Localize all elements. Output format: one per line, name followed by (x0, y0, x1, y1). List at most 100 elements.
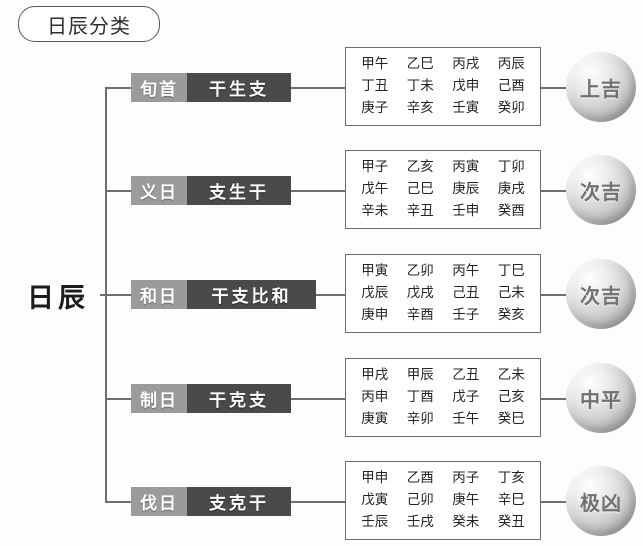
result-label-1: 上吉 (580, 76, 622, 101)
diagram-title-text: 日辰分类 (47, 13, 131, 38)
table-cell: 丙子 (452, 470, 480, 486)
connector-relation-table-2 (290, 190, 346, 192)
connector-branch-2 (105, 190, 133, 192)
table-cell: 丁巳 (497, 263, 525, 279)
table-cell: 戊辰 (361, 285, 389, 301)
table-row: 庚寅 辛卯 壬午 癸巳 (352, 408, 534, 430)
table-row: 甲申 乙酉 丙子 丁亥 (352, 467, 534, 489)
table-cell: 丁丑 (361, 78, 389, 94)
table-cell: 辛卯 (406, 411, 434, 427)
ganzhi-table-2: 甲子 乙亥 丙寅 丁卯 戊午 己巳 庚辰 庚戌 辛未 辛丑 壬申 癸酉 (345, 150, 541, 229)
table-cell: 癸酉 (497, 203, 525, 219)
category-label-3: 和日 (140, 287, 178, 307)
table-row: 甲子 乙亥 丙寅 丁卯 (352, 156, 534, 178)
table-cell: 丁亥 (497, 470, 525, 486)
connector-table-result-5 (540, 501, 566, 503)
table-cell: 癸未 (452, 514, 480, 530)
relation-box-1[interactable]: 干生支 (187, 73, 291, 102)
category-box-5[interactable]: 伐日 (131, 487, 187, 516)
table-row: 戊辰 戊戌 己丑 己未 (352, 282, 534, 304)
table-cell: 丙午 (452, 263, 480, 279)
result-sphere-5[interactable]: 极凶 (566, 466, 636, 536)
table-row: 甲午 乙巳 丙戌 丙辰 (352, 53, 534, 75)
table-cell: 戊戌 (406, 285, 434, 301)
table-cell: 己丑 (452, 285, 480, 301)
category-box-3[interactable]: 和日 (131, 280, 187, 309)
connector-table-result-4 (540, 398, 566, 400)
table-cell: 丙戌 (452, 56, 480, 72)
table-cell: 戊子 (452, 389, 480, 405)
result-label-4: 中平 (580, 387, 622, 412)
connector-relation-table-5 (290, 501, 346, 503)
table-cell: 癸巳 (497, 411, 525, 427)
table-cell: 壬戌 (406, 514, 434, 530)
table-row: 壬辰 壬戌 癸未 癸丑 (352, 511, 534, 533)
table-row: 戊午 己巳 庚辰 庚戌 (352, 178, 534, 200)
category-label-4: 制日 (140, 391, 178, 411)
table-cell: 辛巳 (497, 492, 525, 508)
relation-box-4[interactable]: 干克支 (187, 384, 291, 413)
result-sphere-2[interactable]: 次吉 (566, 155, 636, 225)
relation-box-2[interactable]: 支生干 (187, 176, 291, 205)
ganzhi-table-5: 甲申 乙酉 丙子 丁亥 戊寅 己卯 庚午 辛巳 壬辰 壬戌 癸未 癸丑 (345, 461, 541, 540)
connector-relation-table-1 (290, 87, 346, 89)
table-cell: 丁酉 (406, 389, 434, 405)
table-row: 甲寅 乙卯 丙午 丁巳 (352, 260, 534, 282)
category-label-5: 伐日 (140, 494, 178, 514)
table-row: 戊寅 己卯 庚午 辛巳 (352, 489, 534, 511)
diagram-title-box: 日辰分类 (18, 6, 160, 42)
table-row: 丁丑 丁未 戊申 己酉 (352, 75, 534, 97)
category-box-4[interactable]: 制日 (131, 384, 187, 413)
connector-table-result-1 (540, 87, 566, 89)
result-label-5: 极凶 (580, 490, 622, 515)
table-cell: 辛丑 (406, 203, 434, 219)
connector-table-result-2 (540, 190, 566, 192)
table-cell: 癸卯 (497, 100, 525, 116)
table-cell: 甲申 (361, 470, 389, 486)
branch-row-4: 制日 干克支 甲戌 甲辰 乙丑 乙未 丙申 丁酉 戊子 己亥 庚寅 辛卯 壬午 … (0, 0, 643, 437)
table-cell: 丁未 (406, 78, 434, 94)
table-cell: 己亥 (497, 389, 525, 405)
result-sphere-3[interactable]: 次吉 (566, 259, 636, 329)
table-cell: 甲辰 (406, 367, 434, 383)
table-cell: 壬午 (452, 411, 480, 427)
relation-label-2: 支生干 (209, 183, 269, 203)
category-box-1[interactable]: 旬首 (131, 73, 187, 102)
table-cell: 丙辰 (497, 56, 525, 72)
relation-box-5[interactable]: 支克干 (187, 487, 291, 516)
table-cell: 甲子 (361, 159, 389, 175)
table-cell: 壬申 (452, 203, 480, 219)
table-cell: 甲寅 (361, 263, 389, 279)
table-cell: 辛酉 (406, 307, 434, 323)
table-cell: 甲午 (361, 56, 389, 72)
category-box-2[interactable]: 义日 (131, 176, 187, 205)
table-cell: 乙卯 (406, 263, 434, 279)
relation-box-3[interactable]: 干支比和 (187, 280, 316, 309)
result-sphere-1[interactable]: 上吉 (566, 52, 636, 122)
table-row: 庚申 辛酉 壬子 癸亥 (352, 304, 534, 326)
table-cell: 壬辰 (361, 514, 389, 530)
table-row: 丙申 丁酉 戊子 己亥 (352, 386, 534, 408)
connector-relation-table-4 (290, 398, 346, 400)
table-cell: 己未 (497, 285, 525, 301)
branch-row-3: 和日 干支比和 甲寅 乙卯 丙午 丁巳 戊辰 戊戌 己丑 己未 庚申 辛酉 壬子… (0, 0, 643, 333)
ganzhi-table-3: 甲寅 乙卯 丙午 丁巳 戊辰 戊戌 己丑 己未 庚申 辛酉 壬子 癸亥 (345, 254, 541, 333)
table-cell: 癸丑 (497, 514, 525, 530)
result-sphere-4[interactable]: 中平 (566, 363, 636, 433)
connector-branch-3 (105, 294, 133, 296)
table-cell: 乙丑 (452, 367, 480, 383)
table-cell: 庚戌 (497, 181, 525, 197)
table-cell: 戊午 (361, 181, 389, 197)
table-cell: 乙亥 (406, 159, 434, 175)
table-cell: 戊寅 (361, 492, 389, 508)
table-cell: 乙巳 (406, 56, 434, 72)
connector-table-result-3 (540, 294, 566, 296)
table-cell: 辛亥 (406, 100, 434, 116)
table-cell: 丙寅 (452, 159, 480, 175)
category-label-2: 义日 (140, 183, 178, 203)
table-cell: 庚午 (452, 492, 480, 508)
table-cell: 乙未 (497, 367, 525, 383)
connector-branch-4 (105, 398, 133, 400)
table-cell: 癸亥 (497, 307, 525, 323)
